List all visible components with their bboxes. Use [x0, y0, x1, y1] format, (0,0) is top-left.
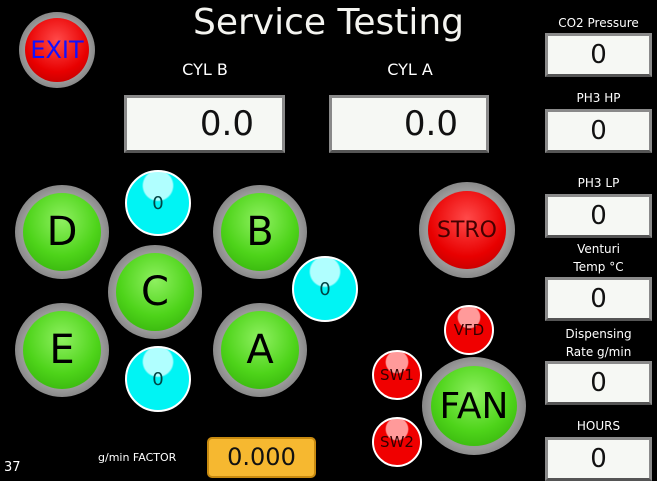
- exit-label: EXIT: [25, 18, 89, 82]
- dispensing-label-line1: Dispensing: [565, 327, 632, 341]
- stro-button[interactable]: STRO: [419, 182, 515, 278]
- dispensing-label-line2: Rate g/min: [565, 345, 632, 359]
- indicator-right: 0: [292, 256, 358, 322]
- venturi-temp-display: 0: [545, 277, 652, 321]
- ph3-lp-label: PH3 LP: [577, 176, 620, 190]
- valve-e-label: E: [23, 311, 101, 389]
- cyl-a-label: CYL A: [387, 60, 433, 79]
- co2-pressure-display: 0: [545, 33, 652, 77]
- venturi-label-line1: Venturi: [577, 242, 620, 256]
- indicator-top: 0: [125, 170, 191, 236]
- venturi-label-line2: Temp °C: [573, 260, 624, 274]
- valve-b-label: B: [221, 193, 299, 271]
- co2-pressure-label: CO2 Pressure: [558, 16, 639, 30]
- sw2-indicator: SW2: [372, 417, 422, 467]
- exit-button[interactable]: EXIT: [19, 12, 95, 88]
- valve-a-button[interactable]: A: [213, 303, 307, 397]
- sw1-indicator: SW1: [372, 350, 422, 400]
- valve-d-label: D: [23, 193, 101, 271]
- fan-label: FAN: [431, 366, 517, 446]
- dispensing-rate-display: 0: [545, 361, 652, 405]
- factor-label: g/min FACTOR: [98, 451, 177, 464]
- screen-number: 37: [4, 460, 21, 475]
- valve-a-label: A: [221, 311, 299, 389]
- valve-e-button[interactable]: E: [15, 303, 109, 397]
- ph3-lp-display: 0: [545, 194, 652, 238]
- page-title: Service Testing: [192, 2, 465, 43]
- valve-d-button[interactable]: D: [15, 185, 109, 279]
- cyl-b-label: CYL B: [182, 60, 228, 79]
- ph3-hp-label: PH3 HP: [576, 91, 621, 105]
- valve-b-button[interactable]: B: [213, 185, 307, 279]
- valve-c-label: C: [116, 253, 194, 331]
- valve-c-button[interactable]: C: [108, 245, 202, 339]
- stro-label: STRO: [428, 191, 506, 269]
- fan-button[interactable]: FAN: [422, 357, 526, 455]
- ph3-hp-display: 0: [545, 109, 652, 153]
- vfd-indicator: VFD: [444, 305, 494, 355]
- cyl-b-display: 0.0: [124, 95, 285, 153]
- hours-display: 0: [545, 437, 652, 481]
- cyl-a-display: 0.0: [329, 95, 489, 153]
- indicator-bottom: 0: [125, 346, 191, 412]
- hours-label: HOURS: [576, 419, 621, 433]
- factor-input[interactable]: 0.000: [207, 437, 316, 478]
